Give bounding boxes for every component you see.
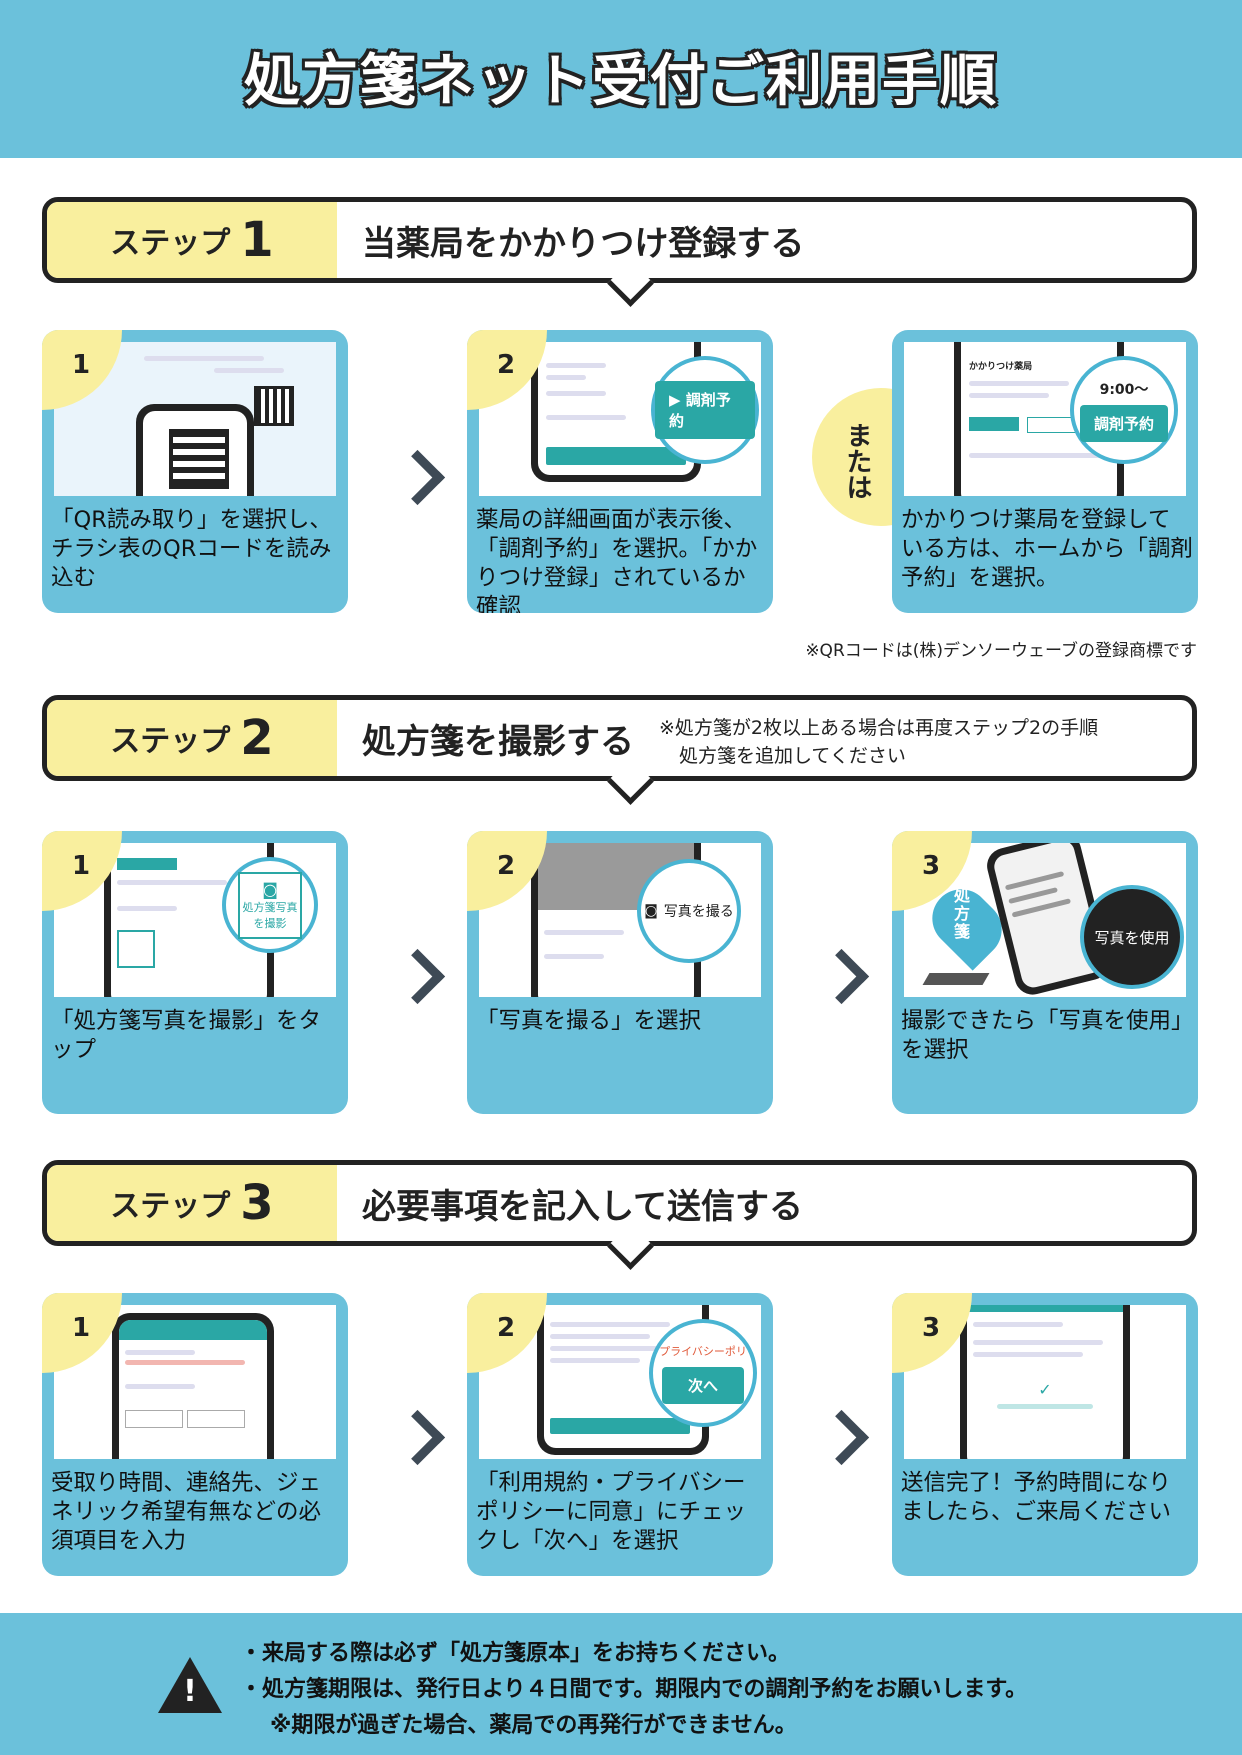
next-arrow-icon (389, 1409, 446, 1466)
step-2-card-3: 処方箋 写真を使用 3 撮影できたら「写真を使用」を選択 (892, 831, 1198, 1114)
step-2-bar: ステップ 2 処方箋を撮影する ※処方箋が2枚以上ある場合は再度ステップ2の手順… (42, 695, 1197, 805)
zoom-callout: 9:00〜 調剤予約 (1070, 356, 1178, 464)
completion-screenshot: ✓ (904, 1305, 1186, 1459)
card-text: 受取り時間、連絡先、ジェネリック希望有無などの必須項目を入力 (51, 1470, 322, 1554)
step-3-card-3: ✓ 3 送信完了！予約時間になりましたら、ご来局ください (892, 1293, 1198, 1576)
camera-icon: ◙ (262, 879, 278, 899)
warning-icon (158, 1657, 222, 1713)
reserve-button[interactable]: ▶ 調剤予約 (655, 381, 755, 439)
step-2-title: 処方箋を撮影する (362, 721, 634, 762)
card-text: 送信完了！予約時間になりましたら、ご来局ください (901, 1470, 1172, 1525)
use-photo-button[interactable]: 写真を使用 (1080, 885, 1184, 989)
step-3-title: 必要事項を記入して送信する (362, 1186, 803, 1227)
step-2-card-1: ◙ 処方箋写真を撮影 1 「処方箋写真を撮影」をタップ (42, 831, 348, 1114)
card-text: 「写真を撮る」を選択 (476, 1008, 702, 1034)
camera-icon: ◙ (644, 903, 658, 919)
zoom-callout: ◙ 処方箋写真を撮影 (222, 857, 318, 953)
step-1-card-3: かかりつけ薬局 9:00〜 調剤予約 かかりつけ薬局を登録している方は、ホームか… (892, 330, 1198, 613)
header-band: 処方箋ネット受付ご利用手順 (0, 0, 1242, 158)
step-3-card-1: 1 受取り時間、連絡先、ジェネリック希望有無などの必須項目を入力 (42, 1293, 348, 1576)
zoom-callout: ▶ 調剤予約 (651, 356, 759, 464)
card-text: 薬局の詳細画面が表示後、「調剤予約」を選択。「かかりつけ登録」されているか確認 (476, 507, 758, 613)
qr-trademark-note: ※QRコードは(株)デンソーウェーブの登録商標です (805, 641, 1197, 661)
reserve-button[interactable]: 調剤予約 (1079, 404, 1168, 442)
step-number: 2 (240, 710, 274, 766)
phone (136, 404, 254, 496)
phone (112, 1313, 274, 1459)
step-word: ステップ (110, 1189, 231, 1224)
page-title: 処方箋ネット受付ご利用手順 (244, 49, 998, 114)
take-photo-screenshot: ◙ 写真を撮る (479, 843, 761, 997)
step-1-label: ステップ 1 (47, 202, 337, 278)
step-2-card-2: ◙ 写真を撮る 2 「写真を撮る」を選択 (467, 831, 773, 1114)
footer-notice: ! ・来局する際は必ず「処方箋原本」をお持ちください。 ・処方箋期限は、発行日よ… (0, 1613, 1242, 1755)
step-2-note: ※処方箋が2枚以上ある場合は再度ステップ2の手順 処方箋を追加してください (659, 717, 1099, 767)
notice-line-2: ・処方箋期限は、発行日より４日間です。期限内での調剤予約をお願いします。 (240, 1677, 1028, 1702)
next-arrow-icon (389, 948, 446, 1005)
next-arrow-icon (389, 449, 446, 506)
card-text: 「QR読み取り」を選択し、チラシ表のQRコードを読み込む (51, 507, 332, 591)
home-screen-screenshot: かかりつけ薬局 9:00〜 調剤予約 (904, 342, 1186, 496)
take-photo-option[interactable]: ◙ 写真を撮る (644, 903, 734, 920)
photo-button[interactable]: ◙ 処方箋写真を撮影 (238, 871, 302, 939)
check-icon: ✓ (1038, 1380, 1052, 1399)
pharmacy-name: かかりつけ薬局 (969, 362, 1033, 372)
card-text: 「処方箋写真を撮影」をタップ (51, 1008, 322, 1063)
zoom-callout: ◙ 写真を撮る (637, 859, 741, 963)
next-button[interactable]: 次へ (661, 1366, 744, 1404)
step-3-bar: ステップ 3 必要事項を記入して送信する (42, 1160, 1197, 1270)
step-3-card-2: プライバシーポリ 次へ 2 「利用規約・プライバシーポリシーに同意」にチェックし… (467, 1293, 773, 1576)
or-label: または (842, 422, 872, 500)
zoom-callout: プライバシーポリ 次へ (649, 1319, 757, 1427)
qr-code-icon (169, 429, 229, 489)
step-1-bar: ステップ 1 当薬局をかかりつけ登録する (42, 197, 1197, 307)
notice-line-1: ・来局する際は必ず「処方箋原本」をお持ちください。 (240, 1641, 791, 1666)
step-1-card-2: ▶ 調剤予約 2 薬局の詳細画面が表示後、「調剤予約」を選択。「かかりつけ登録」… (467, 330, 773, 613)
step-1-title: 当薬局をかかりつけ登録する (362, 223, 805, 264)
card-text: かかりつけ薬局を登録している方は、ホームから「調剤予約」を選択。 (901, 507, 1193, 591)
flyer-qr-icon (254, 386, 294, 426)
next-arrow-icon (813, 948, 870, 1005)
step-2-label: ステップ 2 (47, 700, 337, 776)
notice-line-3: ※期限が過ぎた場合、薬局での再発行ができません。 (270, 1713, 797, 1738)
phone (531, 342, 701, 482)
card-text: 撮影できたら「写真を使用」を選択 (901, 1008, 1183, 1063)
reserve-time: 9:00〜 (1099, 381, 1149, 398)
prescription-label: 処方箋 (954, 886, 971, 941)
prescription-photo-screenshot: ◙ 処方箋写真を撮影 (54, 843, 336, 997)
phone: ✓ (960, 1305, 1130, 1459)
step-1-card-1: 1 「QR読み取り」を選択し、チラシ表のQRコードを読み込む (42, 330, 348, 613)
step-word: ステップ (110, 226, 231, 261)
card-text: 「利用規約・プライバシーポリシーに同意」にチェックし「次へ」を選択 (476, 1470, 747, 1554)
next-arrow-icon (813, 1409, 870, 1466)
warning-mark: ! (183, 1674, 197, 1709)
step-word: ステップ (110, 724, 231, 759)
step-number: 3 (240, 1175, 274, 1231)
privacy-link[interactable]: プライバシーポリ (659, 1344, 747, 1358)
qr-flyer-screenshot (54, 342, 336, 496)
step-number: 1 (240, 212, 274, 268)
step-3-label: ステップ 3 (47, 1165, 337, 1241)
